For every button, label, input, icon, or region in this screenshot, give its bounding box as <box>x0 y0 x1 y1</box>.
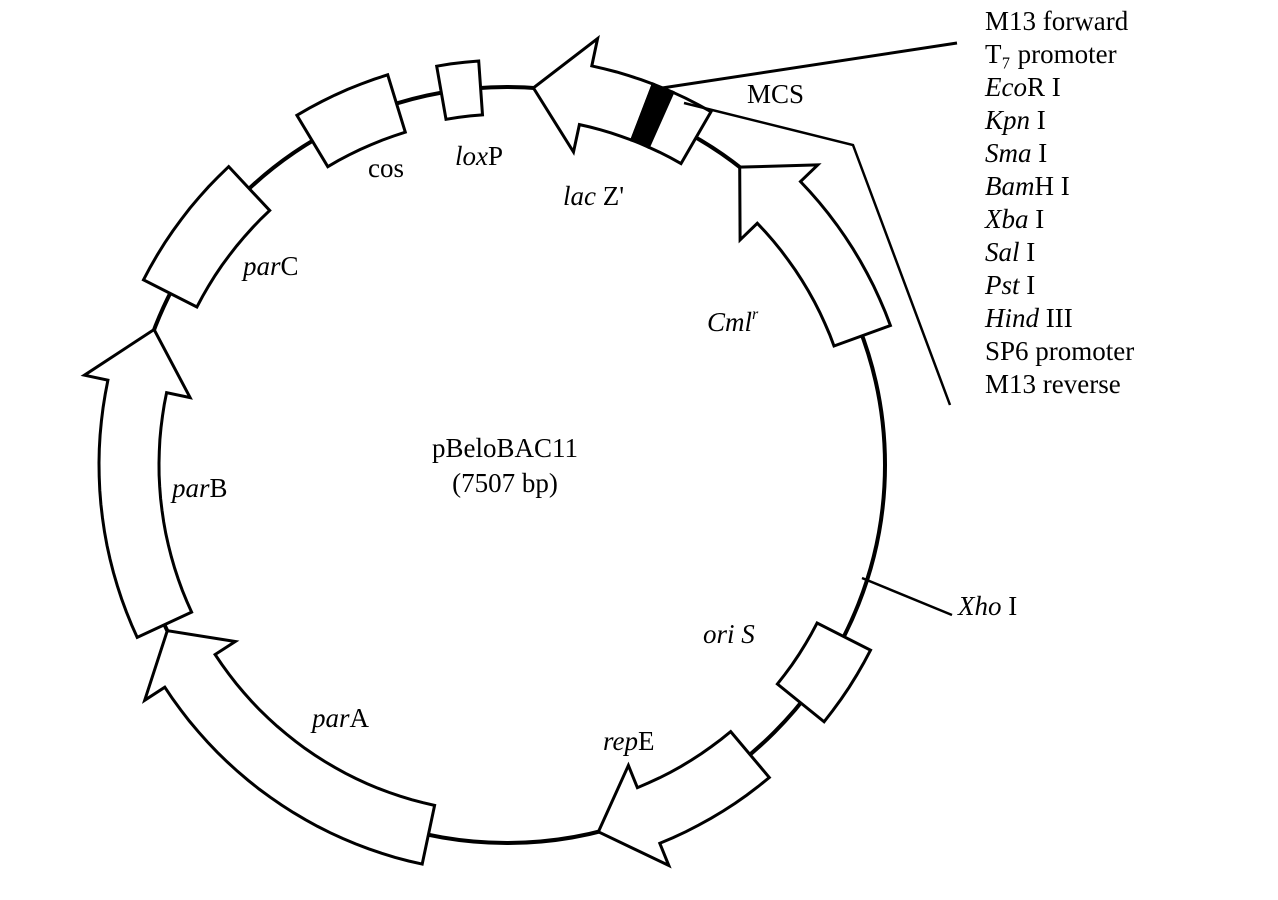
label-XhoI: Xho I <box>957 591 1017 621</box>
mcs-site-roman: I <box>1029 204 1045 234</box>
parC-box <box>141 164 272 310</box>
mcs-site: Pst I <box>984 270 1035 300</box>
lacZ-box <box>646 90 714 166</box>
mcs-site: SP6 promoter <box>985 336 1134 366</box>
lacZ-arrow <box>531 34 656 156</box>
label-repE: repE <box>603 726 655 756</box>
label-oriS: ori S <box>703 619 755 649</box>
mcs-site: T₇ promoter <box>985 39 1117 69</box>
label-loxP: loxP <box>455 141 503 171</box>
label-MCS: MCS <box>747 79 804 109</box>
label-CmlR: Cmlr <box>707 306 759 337</box>
mcs-site-italic: Eco <box>984 72 1027 102</box>
label-lacZ: lac Z' <box>563 181 624 211</box>
parA-arrow <box>141 629 437 866</box>
mcs-site-roman: R I <box>1027 72 1061 102</box>
mcs-site-roman: III <box>1039 303 1073 333</box>
mcs-site-roman: I <box>1020 237 1036 267</box>
plasmid-size: (7507 bp) <box>452 468 558 498</box>
label-parB: parB <box>170 473 228 503</box>
mcs-site-roman: I <box>1020 270 1036 300</box>
mcs-site-italic: Pst <box>984 270 1021 300</box>
mcs-site: EcoR I <box>984 72 1061 102</box>
xho-leader <box>861 576 953 617</box>
mcs-site-italic: Sma <box>985 138 1032 168</box>
mcs-site: Sma I <box>985 138 1047 168</box>
CmlR-arrow <box>738 163 893 348</box>
mcs-site-italic: Bam <box>985 171 1035 201</box>
mcs-site-italic: Kpn <box>984 105 1030 135</box>
mcs-site: Hind III <box>984 303 1073 333</box>
mcs-site-italic: Sal <box>985 237 1020 267</box>
label-cos: cos <box>368 153 404 183</box>
mcs-site-roman: I <box>1030 105 1046 135</box>
mcs-site: Kpn I <box>984 105 1046 135</box>
mcs-site: M13 reverse <box>985 369 1121 399</box>
mcs-site: Xba I <box>984 204 1044 234</box>
repE-arrow <box>596 729 772 869</box>
mcs-site-roman: T₇ promoter <box>985 39 1117 69</box>
mcs-site: BamH I <box>985 171 1070 201</box>
oriS-box <box>775 620 873 724</box>
mcs-leader-bottom <box>683 101 952 406</box>
parB-arrow <box>80 327 194 640</box>
mcs-site: M13 forward <box>985 6 1129 36</box>
mcs-site-roman: I <box>1032 138 1048 168</box>
plasmid-name: pBeloBAC11 <box>432 433 578 463</box>
loxP-box <box>434 59 485 122</box>
cos-box <box>294 72 408 169</box>
mcs-site-italic: Hind <box>984 303 1040 333</box>
mcs-site-roman: M13 forward <box>985 6 1129 36</box>
mcs-site-roman: H I <box>1035 171 1070 201</box>
mcs-site: Sal I <box>985 237 1035 267</box>
mcs-leader-top <box>661 41 958 90</box>
mcs-site-roman: SP6 promoter <box>985 336 1134 366</box>
label-parC: parC <box>241 251 299 281</box>
mcs-site-roman: M13 reverse <box>985 369 1121 399</box>
mcs-site-italic: Xba <box>984 204 1029 234</box>
label-parA: parA <box>310 703 370 733</box>
